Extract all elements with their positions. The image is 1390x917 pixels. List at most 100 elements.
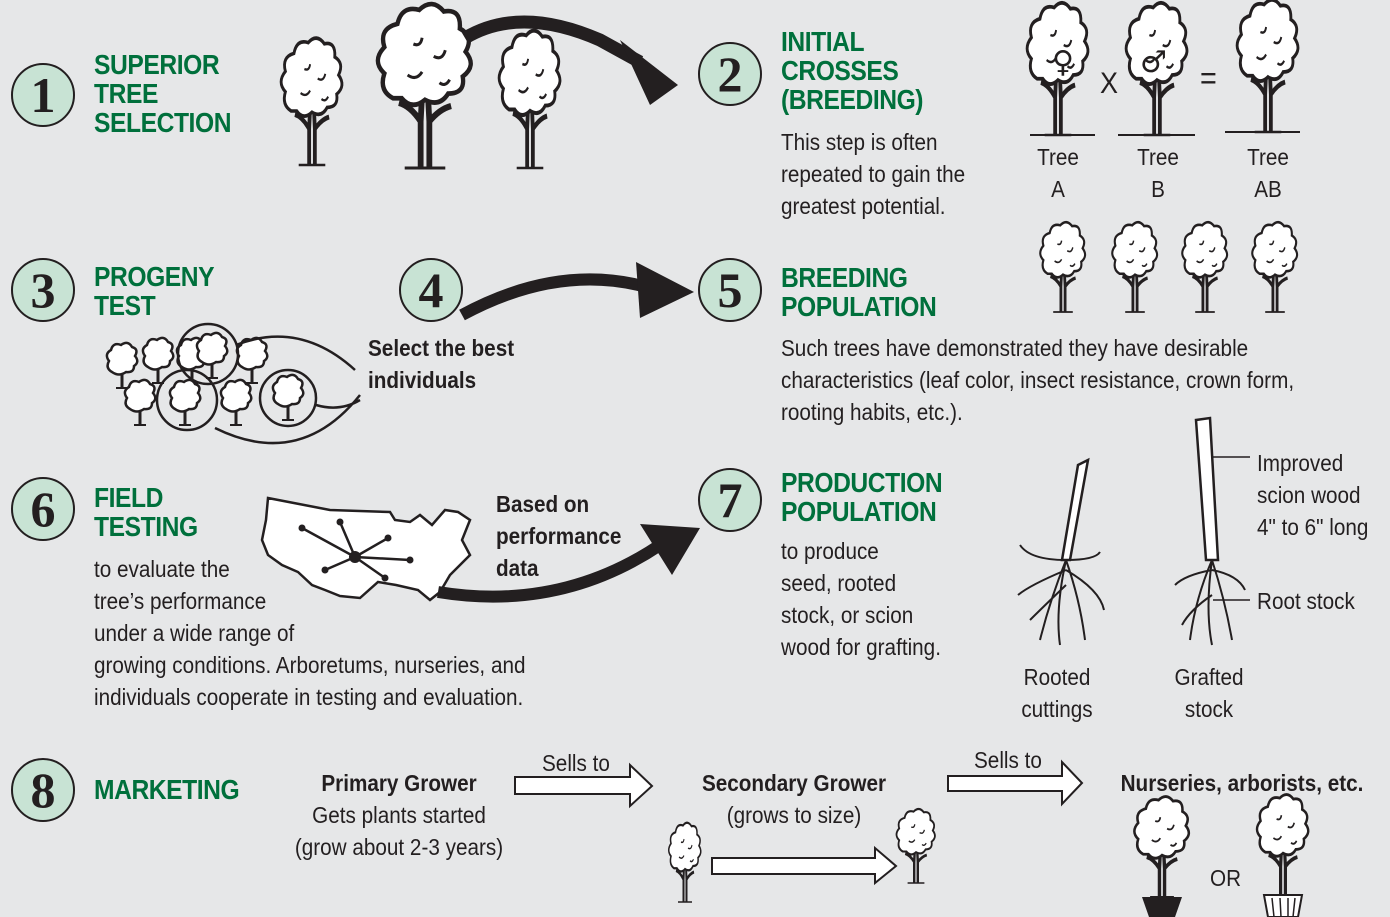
text-line: characteristics (leaf color, insect resi… <box>781 367 1295 393</box>
step-7-title: PRODUCTION POPULATION <box>781 468 943 527</box>
selection-tree-1 <box>281 38 342 165</box>
step-1-title: SUPERIOR TREE SELECTION <box>94 50 231 137</box>
text-line: seed, rooted <box>781 570 897 596</box>
step-6-badge: 6 <box>11 477 75 541</box>
text-line: stock, or scion <box>781 602 914 628</box>
text-line: stock <box>1184 696 1234 722</box>
primary-grower-description: Gets plants started (grow about 2-3 year… <box>290 799 508 863</box>
text-line: rooting habits, etc.). <box>781 399 963 425</box>
title-line: CROSSES <box>781 55 899 86</box>
or-label: OR <box>1210 865 1242 891</box>
arrow-4-to-5 <box>459 273 652 321</box>
root-stock-label: Root stock <box>1257 588 1355 614</box>
text-line: to evaluate the <box>94 556 230 582</box>
progeny-cluster <box>105 322 361 445</box>
selection-tree-2 <box>378 4 471 168</box>
text-line: Such trees have demonstrated they have d… <box>781 335 1249 361</box>
step-3-badge: 3 <box>11 258 75 322</box>
label-line: A <box>1051 176 1065 202</box>
tree-ab-icon <box>1237 0 1298 132</box>
step-7-badge: 7 <box>698 468 762 532</box>
text-line: greatest potential. <box>781 193 946 219</box>
text-line: individuals <box>368 367 477 393</box>
nurseries-label: Nurseries, arborists, etc. <box>1120 770 1364 796</box>
text-line: cuttings <box>1021 696 1093 722</box>
step-6-title: FIELD TESTING <box>94 483 198 541</box>
title-line: TREE <box>94 78 158 109</box>
label-line: B <box>1151 176 1165 202</box>
step-8-title: MARKETING <box>94 774 240 805</box>
balled-tree-icon <box>1132 794 1191 917</box>
tree-a-label: Tree A <box>1022 141 1094 205</box>
female-symbol-icon: ♀ <box>1052 45 1074 80</box>
tree-ab-label: Tree AB <box>1232 141 1304 205</box>
grafted-stock-icon <box>1174 416 1250 646</box>
title-line: BREEDING <box>781 262 908 293</box>
performance-data-label: Based on performance data <box>496 488 621 584</box>
step-1-badge: 1 <box>11 63 75 127</box>
rooted-cutting-icon <box>1017 457 1105 646</box>
arrow-6-to-7-head <box>640 524 700 575</box>
label-line: Tree <box>1037 144 1079 170</box>
label-line: Tree <box>1137 144 1179 170</box>
title-line: MARKETING <box>94 774 240 805</box>
text-line: wood for grafting. <box>781 634 941 660</box>
label-line: Tree <box>1247 144 1289 170</box>
text-line: Rooted <box>1023 664 1091 690</box>
step-5-badge: 5 <box>698 258 762 322</box>
rooted-cuttings-label: Rooted cuttings <box>1010 661 1104 725</box>
secondary-grower-label: Secondary Grower <box>701 770 887 796</box>
text-line: Based on <box>496 491 590 517</box>
text-line: Select the best <box>368 335 515 361</box>
title-line: POPULATION <box>781 496 937 527</box>
step-3-title: PROGENY TEST <box>94 262 215 321</box>
male-symbol-icon: ♂ <box>1140 45 1167 80</box>
us-map-icon <box>260 496 472 602</box>
step-5-title: BREEDING POPULATION <box>781 262 937 322</box>
arrow-4-to-5-head <box>636 262 694 318</box>
step-7-description: to produce seed, rooted stock, or scion … <box>781 535 941 663</box>
step-4-badge: 4 <box>399 258 463 322</box>
small-plant-icon <box>667 821 703 904</box>
selection-tree-3 <box>499 31 560 168</box>
step-6-description: to evaluate the tree’s performance under… <box>94 553 525 713</box>
text-line: 4" to 6" long <box>1257 514 1369 540</box>
secondary-grower-description: (grows to size) <box>726 802 862 828</box>
scion-wood-label: Improved scion wood 4" to 6" long <box>1257 447 1368 543</box>
text-line: Gets plants started <box>312 802 486 828</box>
potted-tree-icon <box>1255 792 1311 917</box>
equals-symbol: = <box>1200 60 1217 96</box>
sells-arrow-2 <box>947 759 1084 807</box>
title-line: SUPERIOR <box>94 49 220 80</box>
breeding-population-trees <box>1038 220 1299 314</box>
text-line: data <box>496 555 539 581</box>
text-line: to produce <box>781 538 879 564</box>
sells-to-label-2: Sells to <box>974 747 1042 773</box>
text-line: individuals cooperate in testing and eva… <box>94 684 524 710</box>
tree-b-label: Tree B <box>1122 141 1194 205</box>
cross-x-symbol: X <box>1100 67 1119 100</box>
text-line: growing conditions. Arboretums, nurserie… <box>94 652 526 678</box>
grafted-stock-label: Grafted stock <box>1162 661 1256 725</box>
text-line: This step is often <box>781 129 938 155</box>
step-2-badge: 2 <box>698 42 762 106</box>
text-line: under a wide range of <box>94 620 295 646</box>
arrow-1-to-2 <box>461 15 644 68</box>
step-5-description: Such trees have demonstrated they have d… <box>781 332 1294 428</box>
title-line: SELECTION <box>94 107 232 138</box>
sells-to-label-1: Sells to <box>542 750 610 776</box>
arrow-6-to-7 <box>437 540 664 603</box>
step-2-title: INITIAL CROSSES (BREEDING) <box>781 26 924 114</box>
title-line: TEST <box>94 290 156 321</box>
text-line: Improved <box>1257 450 1344 476</box>
arrow-1-to-2-head <box>620 40 678 105</box>
primary-grower-label: Primary Grower <box>321 770 477 796</box>
text-line: Grafted <box>1174 664 1244 690</box>
title-line: INITIAL <box>781 26 865 57</box>
title-line: FIELD <box>94 482 163 513</box>
title-line: POPULATION <box>781 291 937 322</box>
step-8-badge: 8 <box>11 758 75 822</box>
text-line: (grow about 2-3 years) <box>294 834 504 860</box>
label-line: AB <box>1254 176 1282 202</box>
